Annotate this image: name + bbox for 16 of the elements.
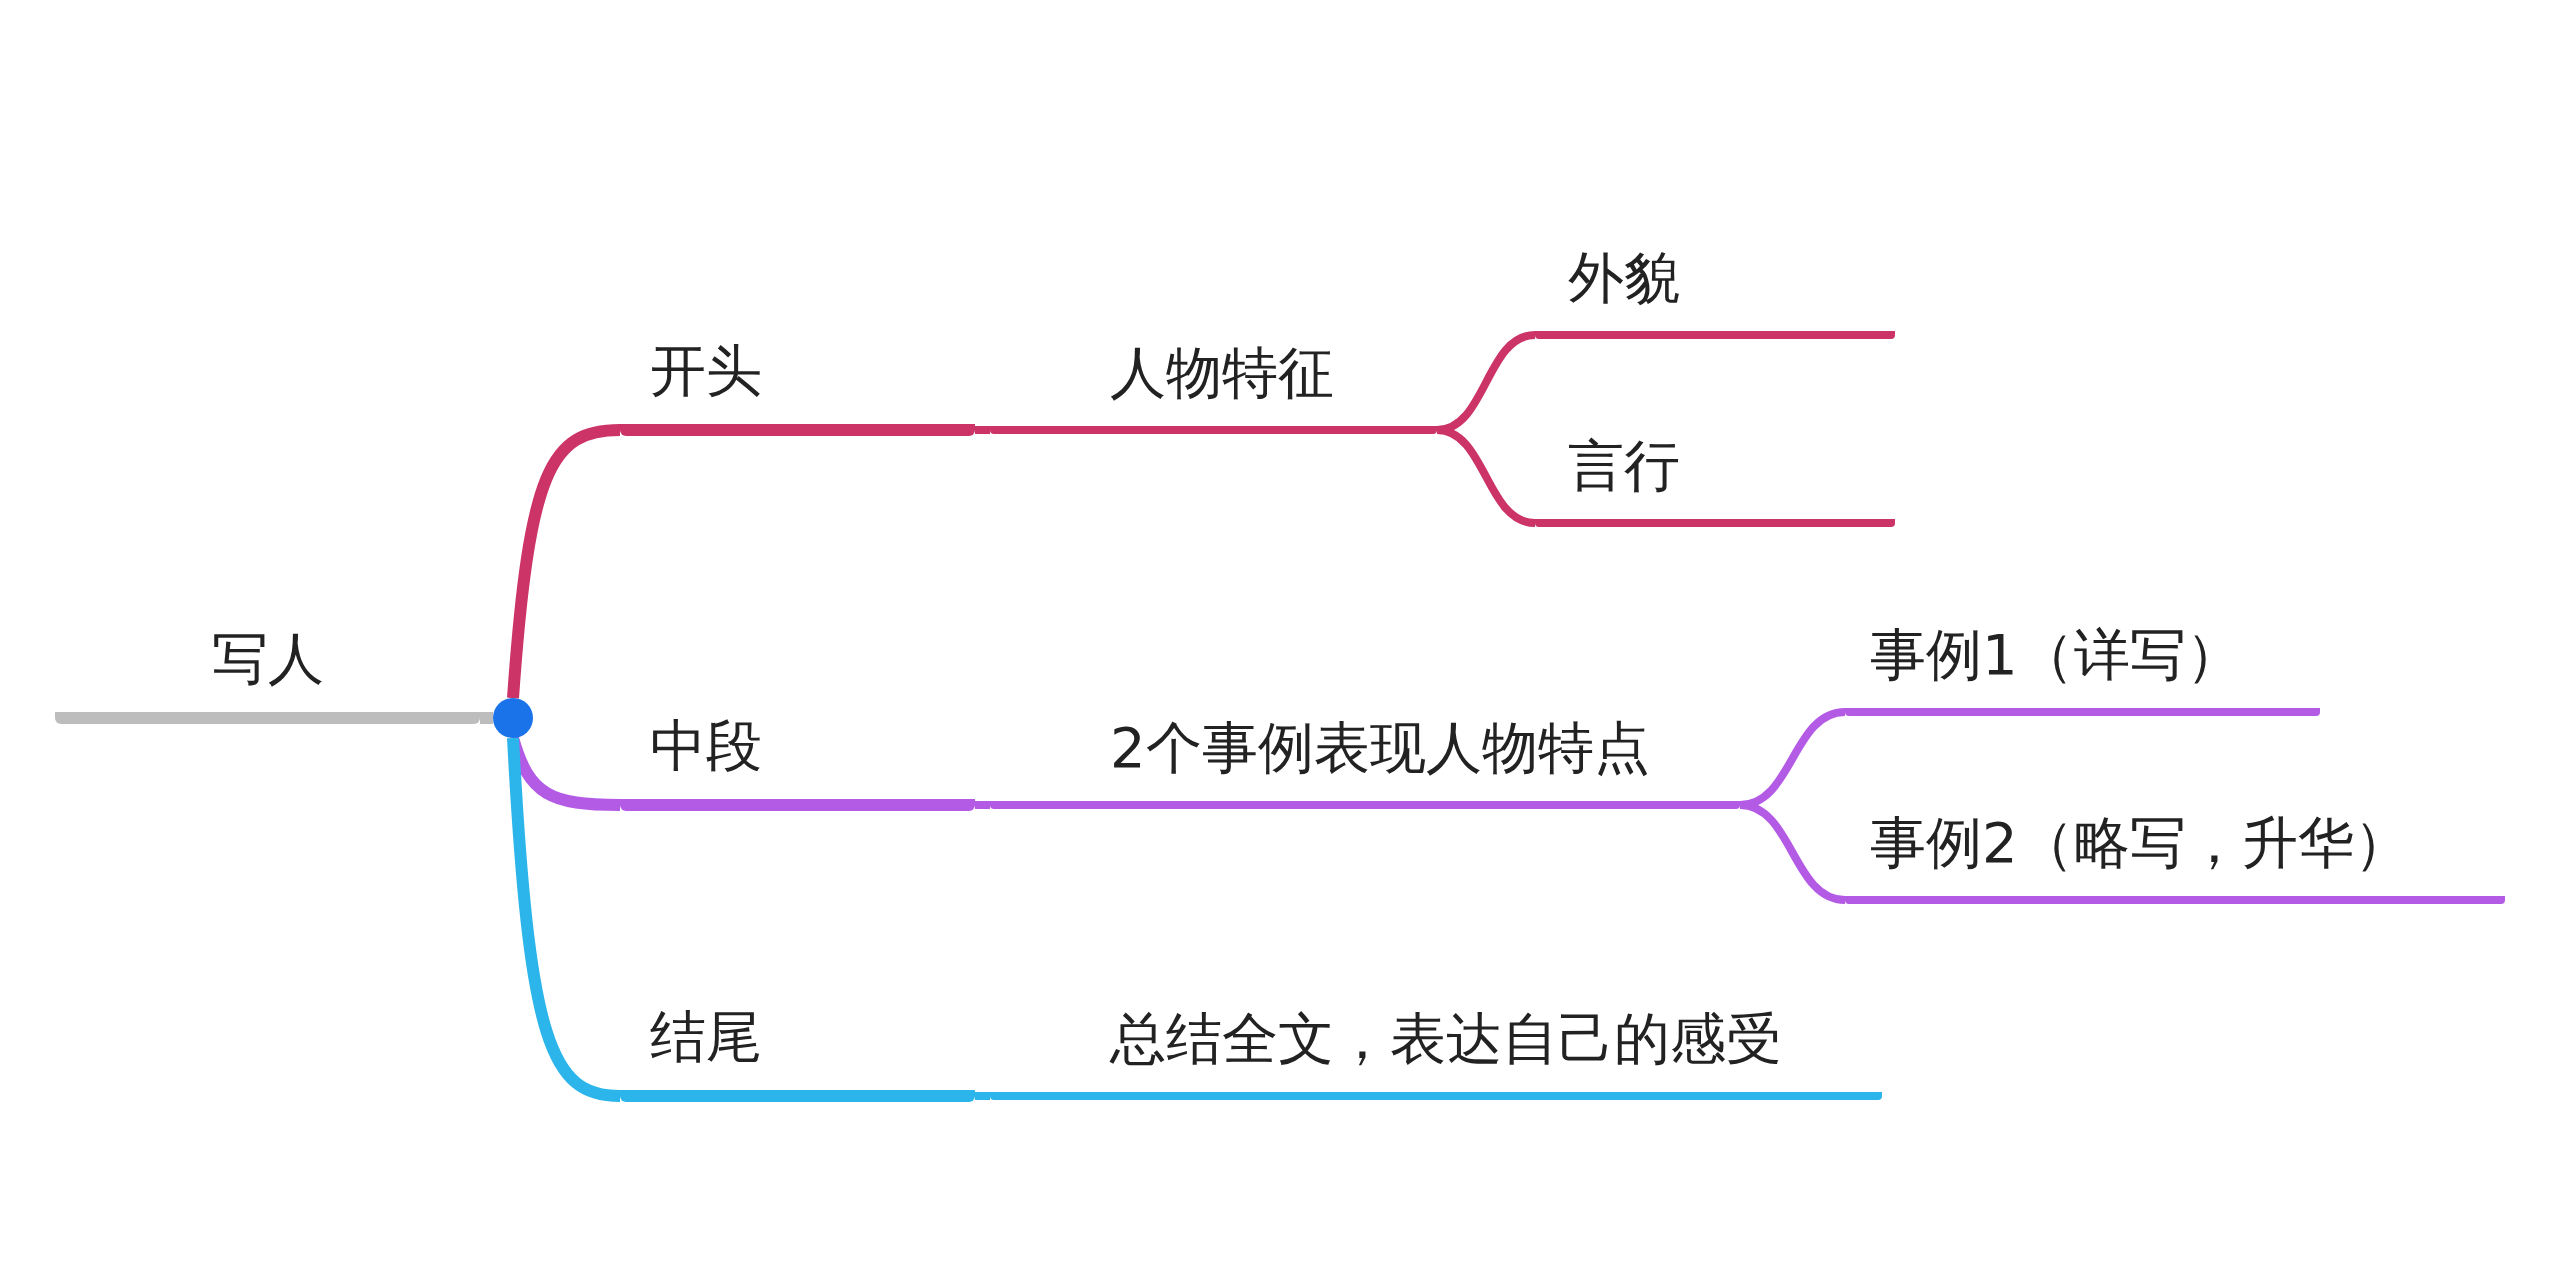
connector-curve xyxy=(1436,426,1536,527)
topic-text: 外貌 xyxy=(1568,247,1680,309)
topic-text: 开头 xyxy=(650,340,762,402)
connector-curve xyxy=(1739,801,1846,904)
connector-curve xyxy=(480,712,493,724)
topic-text: 言行 xyxy=(1568,435,1680,497)
connector-curve xyxy=(507,424,621,699)
topic-text: 事例1（详写） xyxy=(1870,624,2242,686)
topic-text: 总结全文，表达自己的感受 xyxy=(1110,1008,1782,1070)
topic-text: 写人 xyxy=(212,628,324,690)
topic-text: 中段 xyxy=(650,715,762,777)
topic-text: 事例2（略写，升华） xyxy=(1870,812,2410,874)
junction-dot xyxy=(493,698,533,738)
topic-text: 2个事例表现人物特点 xyxy=(1110,717,1650,779)
topic-text: 人物特征 xyxy=(1110,342,1334,404)
topic-text: 结尾 xyxy=(650,1006,762,1068)
